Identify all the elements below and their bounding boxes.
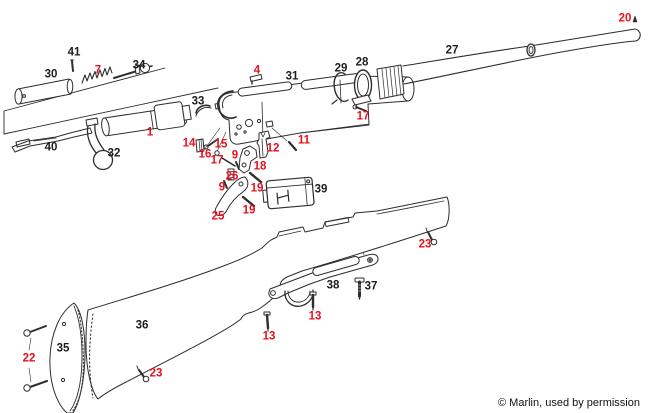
part-label-23[interactable]: 23 [149,367,163,380]
part-14-drawing [195,138,205,153]
part-35-buttplate-drawing [49,302,86,413]
part-19-pin-lower-drawing [241,195,256,208]
part-1-drawing [101,101,192,137]
part-label-20[interactable]: 20 [618,12,632,25]
part-label-7[interactable]: 7 [94,64,102,77]
part-19-pin-upper-drawing [248,171,263,184]
part-label-17[interactable]: 17 [356,110,370,123]
part-40-drawing [11,127,93,153]
part-38-guard-plate-drawing [268,253,379,307]
part-label-27: 27 [445,44,459,57]
part-label-11[interactable]: 11 [297,134,311,147]
part-label-35: 35 [56,342,70,355]
part-label-26[interactable]: 26 [225,170,239,183]
part-label-32: 32 [107,147,121,160]
part-11-pin-drawing [287,140,298,152]
part-15-screw-drawing [203,138,219,150]
part-label-9[interactable]: 9 [231,149,239,162]
part-label-4[interactable]: 4 [253,64,261,77]
part-13-screw-rear-drawing [263,311,271,332]
part-label-22[interactable]: 22 [22,352,36,365]
part-17-band-screw-drawing [352,104,367,112]
part-label-23[interactable]: 23 [418,238,432,251]
part-9-pin-upper-drawing [235,161,240,170]
part-label-41: 41 [67,46,81,59]
part-22-screws-drawing [23,325,48,392]
part-label-25[interactable]: 25 [211,210,225,223]
part-label-28: 28 [355,56,369,69]
part-label-29: 29 [334,62,348,75]
part-label-17[interactable]: 17 [210,154,224,167]
part-label-9[interactable]: 9 [218,181,226,194]
part-label-16[interactable]: 16 [198,148,212,161]
part-16-screw-drawing [214,150,220,156]
part-label-18[interactable]: 18 [253,160,267,173]
part-37-screw-drawing [354,277,365,300]
part-label-40: 40 [44,141,58,154]
part-23-stud-front-drawing [425,227,438,246]
part-12-lifter-drawing [256,130,271,159]
part-label-38: 38 [326,279,340,292]
part-39-magazine-drawing [262,176,315,210]
part-label-1[interactable]: 1 [146,126,154,139]
part-label-13[interactable]: 13 [262,330,276,343]
part-32-drawing [85,117,114,171]
part-label-34: 34 [132,59,146,72]
part-25-trigger-drawing [214,176,249,217]
part-label-13[interactable]: 13 [308,310,322,323]
part-7-drawing [81,66,113,84]
part-label-37: 37 [364,280,378,293]
part-label-31: 31 [285,70,299,83]
part-23-stud-rear-drawing [136,365,150,383]
part-label-39: 39 [314,183,328,196]
part-label-12[interactable]: 12 [266,142,280,155]
assembly-reference-lines [3,67,219,135]
part-28-drawing [351,69,373,106]
part-label-33: 33 [191,95,205,108]
part-label-30: 30 [44,68,58,81]
part-17-screw-drawing [221,157,236,167]
part-13-screw-front-drawing [309,291,317,311]
part-4-drawing [249,74,263,85]
part-41-drawing [70,59,74,72]
part-30-drawing [14,78,74,105]
part-label-19[interactable]: 19 [242,204,256,217]
part-34-drawing [113,62,153,79]
part-label-14[interactable]: 14 [182,137,196,150]
part-label-36: 36 [135,319,149,332]
part-label-15[interactable]: 15 [214,138,228,151]
part-27-barrel-drawing [376,15,641,100]
part-18-sear-drawing [238,145,258,174]
part-26-spring-drawing [227,168,235,181]
attribution-text: © Marlin, used by permission [498,397,640,409]
part-9-pin-lower-drawing [223,180,228,189]
part-label-19[interactable]: 19 [250,182,264,195]
part-36-stock-drawing [85,196,450,400]
part-29-drawing [331,71,349,105]
